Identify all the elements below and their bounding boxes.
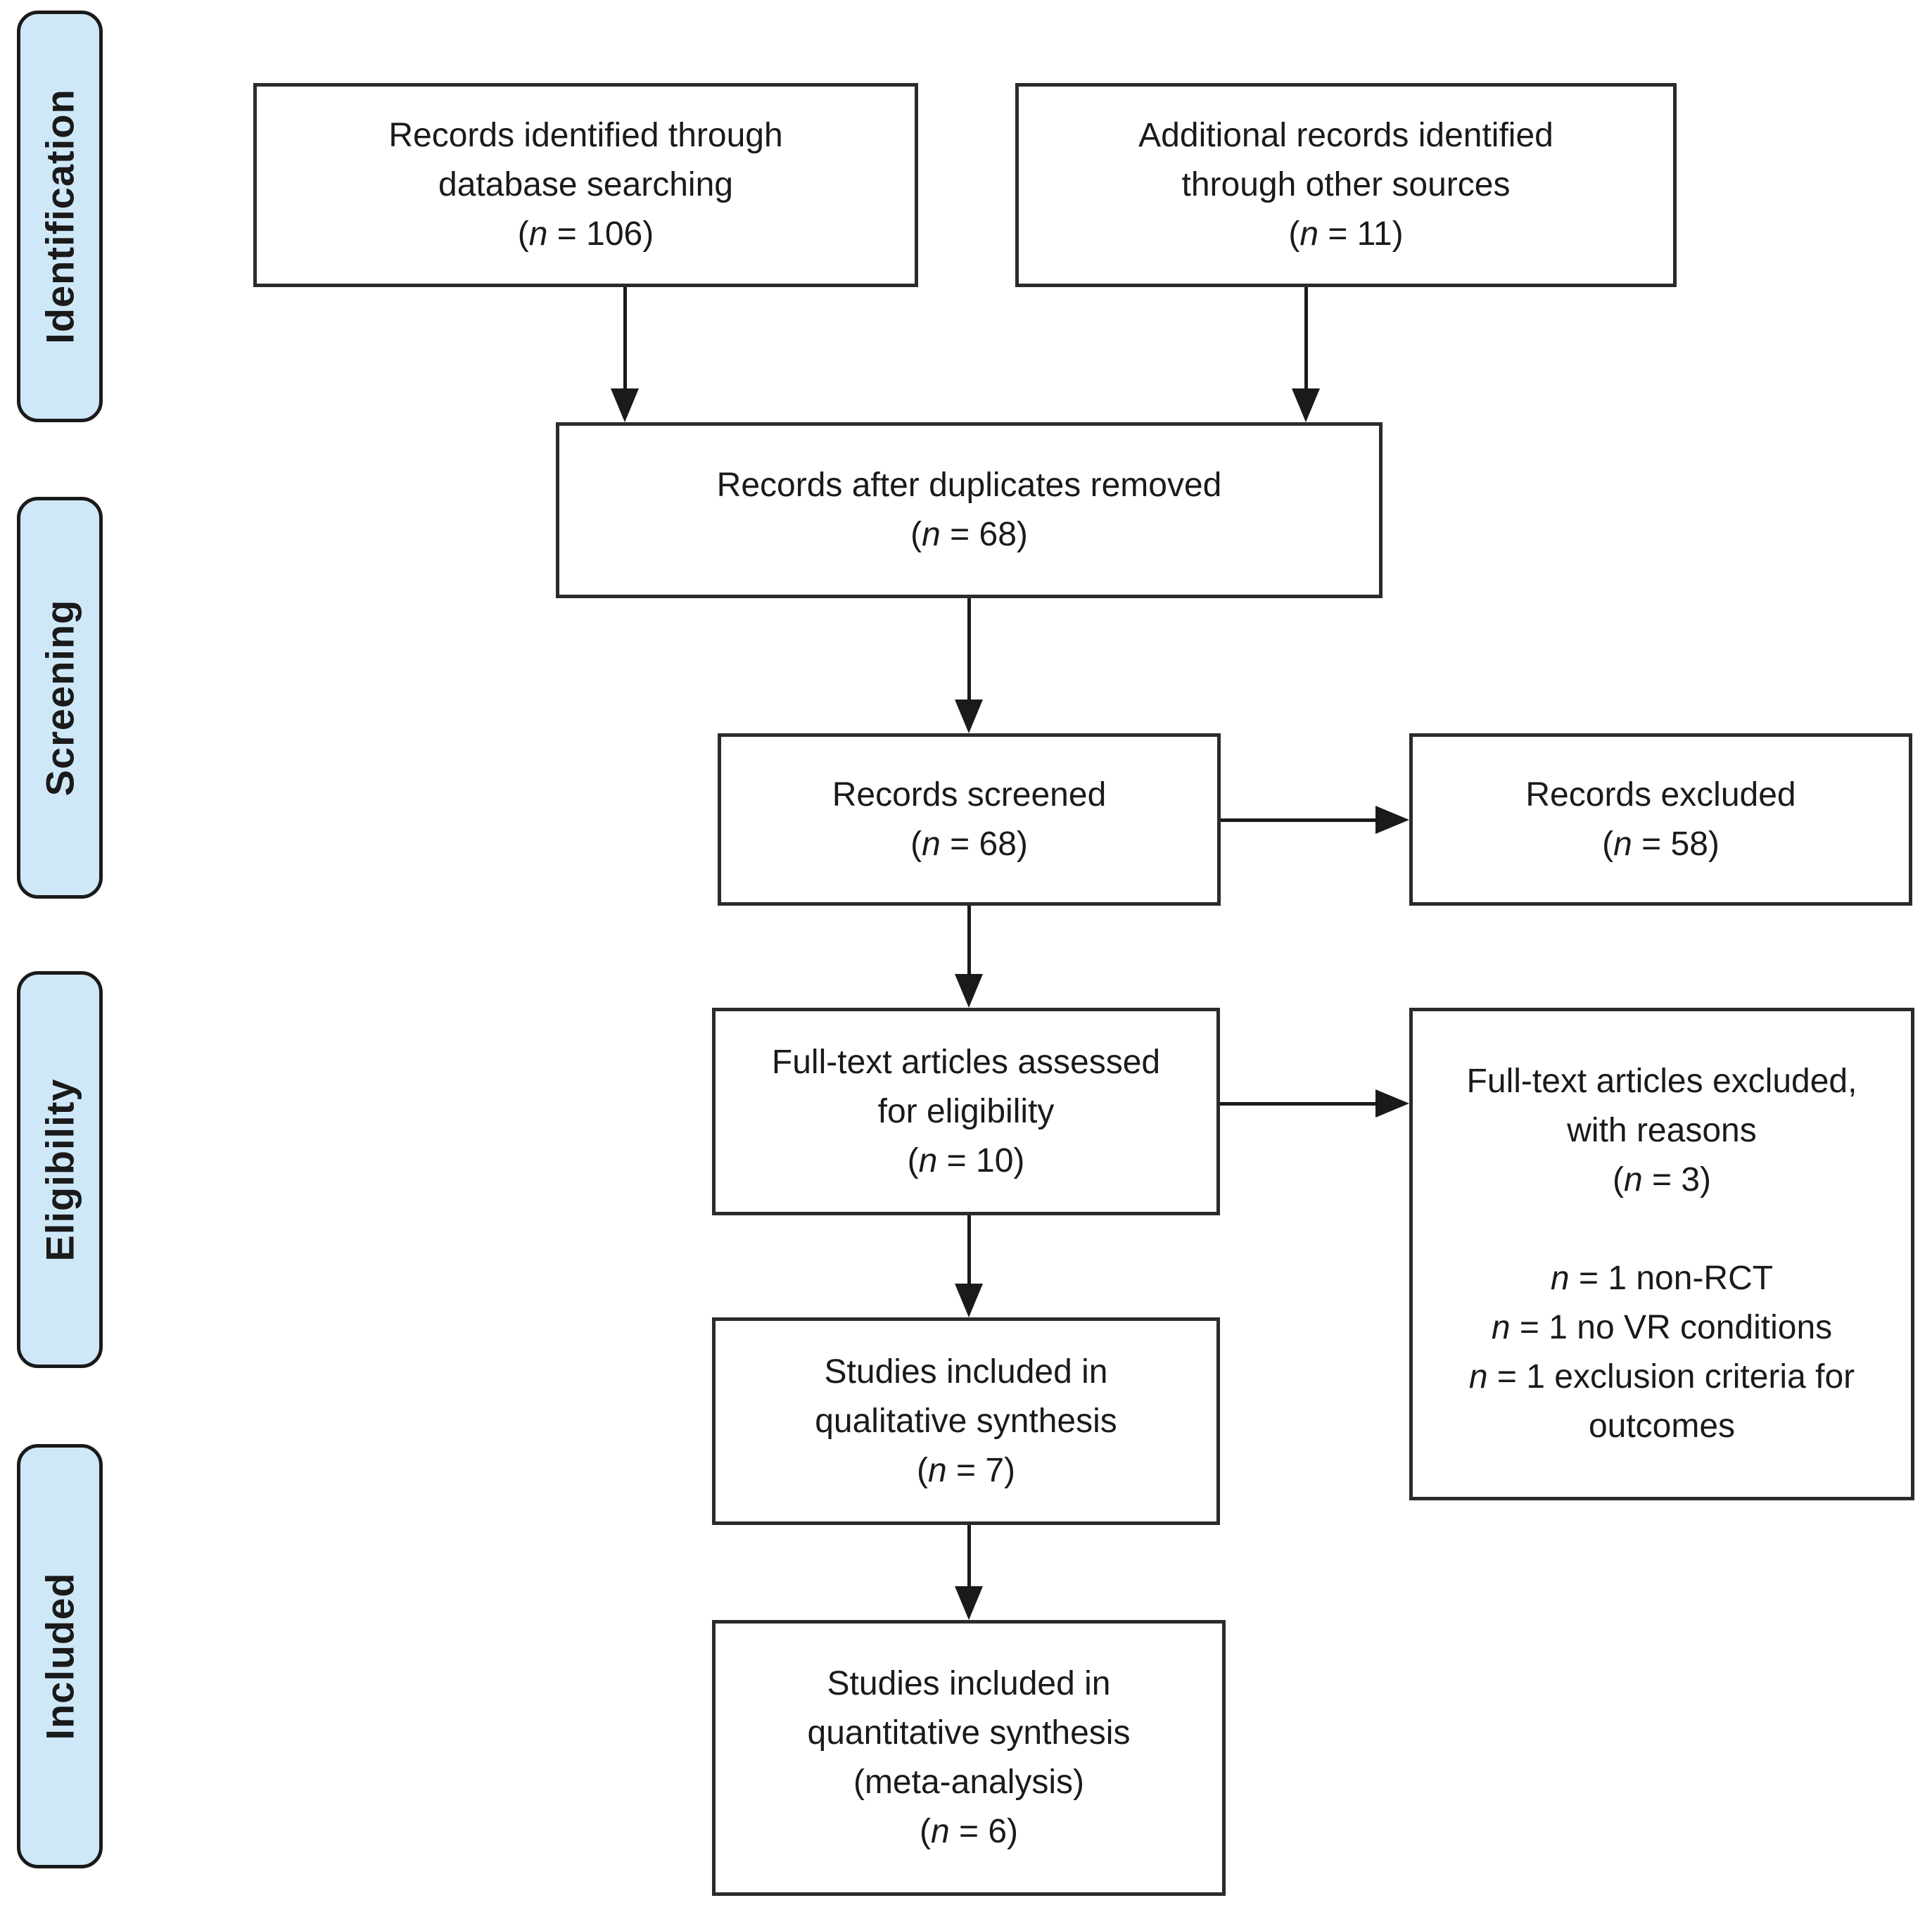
flow-box-fulltext-excluded-text: Full-text articles excluded,with reasons… [1466, 1063, 1857, 1445]
flow-box-records-excluded-text: Records excluded(n = 58) [1525, 776, 1796, 863]
flow-box-records-screened-text: Records screened(n = 68) [832, 776, 1107, 863]
arrow-line [1221, 818, 1375, 822]
flow-box-records-excluded: Records excluded(n = 58) [1409, 733, 1912, 906]
flow-box-after-duplicates-text: Records after duplicates removed(n = 68) [716, 467, 1222, 553]
stage-label-screening: Screening [17, 497, 103, 899]
stage-label-screening-text: Screening [37, 599, 82, 797]
arrow-line [1220, 1102, 1375, 1106]
stage-label-included-text: Included [37, 1572, 82, 1740]
stage-label-identification-text: Identification [37, 89, 82, 344]
flow-box-after-duplicates: Records after duplicates removed(n = 68) [556, 422, 1383, 598]
flow-box-records-screened: Records screened(n = 68) [718, 733, 1221, 906]
stage-label-included: Included [17, 1444, 103, 1868]
flow-box-fulltext-excluded: Full-text articles excluded,with reasons… [1409, 1008, 1914, 1500]
stage-label-identification: Identification [17, 11, 103, 422]
arrow-head-down-icon [955, 974, 983, 1008]
arrow-head-down-icon [955, 1586, 983, 1620]
arrow-line [967, 1215, 971, 1284]
arrow-line [623, 287, 627, 388]
arrow-head-down-icon [955, 700, 983, 733]
arrow-line [1304, 287, 1308, 388]
arrow-head-down-icon [611, 388, 639, 422]
arrow-line [967, 906, 971, 974]
arrow-head-down-icon [1292, 388, 1320, 422]
arrow-line [967, 598, 971, 700]
arrow-head-down-icon [955, 1284, 983, 1317]
arrow-head-right-icon [1375, 1089, 1409, 1118]
arrow-head-right-icon [1375, 806, 1409, 834]
stage-label-eligibility-text: Eligibility [37, 1078, 82, 1261]
stage-label-eligibility: Eligibility [17, 971, 103, 1368]
arrow-line [967, 1525, 971, 1586]
